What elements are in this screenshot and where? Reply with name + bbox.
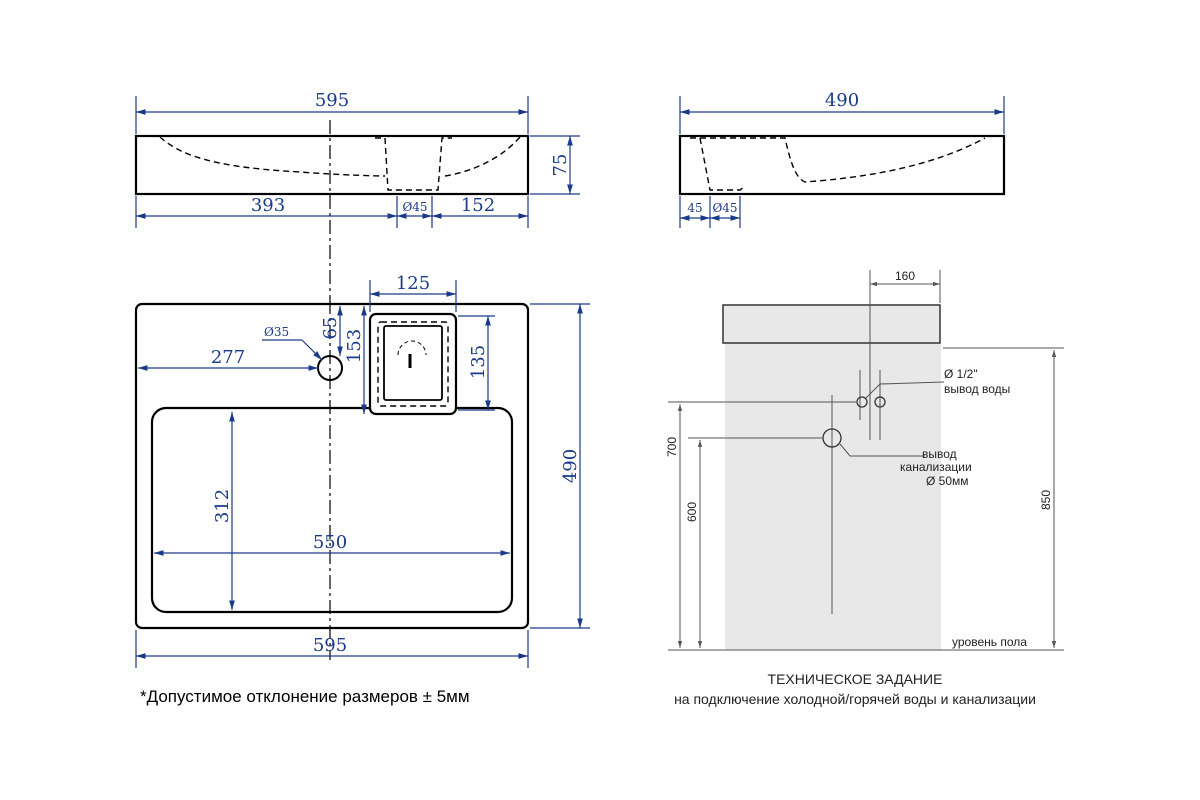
water-outlet-cold (856, 396, 868, 408)
right-offset-label: 152 (461, 195, 495, 216)
plan-view: 125 65 153 135 Ø35 277 312 550 490 (134, 273, 590, 668)
sewer-outlet (822, 428, 842, 448)
drain-diameter-label: Ø45 (402, 200, 427, 214)
height-600-label: 600 (685, 502, 699, 522)
spec-caption-title: ТЕХНИЧЕСКОЕ ЗАДАНИЕ (768, 671, 943, 687)
tap-offset-label: 65 (320, 317, 341, 340)
basin-side-outline (678, 134, 1006, 196)
bowl-depth-label: 312 (212, 489, 233, 523)
niche-width-label: 125 (396, 273, 430, 294)
water-title-label: вывод воды (944, 382, 1010, 396)
basin-front-outline (134, 134, 530, 196)
width-label: 595 (315, 90, 349, 111)
installation-spec: 160 Ø 1/2" вывод воды вывод канализации … (665, 269, 1064, 707)
water-size-label: Ø 1/2" (944, 367, 978, 381)
wall-area (725, 340, 941, 650)
niche-outline (368, 312, 458, 416)
niche-depth-label: 153 (344, 329, 365, 363)
height-700-label: 700 (665, 437, 679, 457)
niche-hidden-line (375, 137, 452, 191)
basin-side-block (722, 304, 941, 344)
tolerance-note: *Допустимое отклонение размеров ± 5мм (140, 687, 470, 706)
bowl-width-label: 550 (313, 532, 347, 553)
spec-caption-subtitle: на подключение холодной/горячей воды и к… (674, 691, 1036, 707)
sewer-size-label: Ø 50мм (926, 474, 969, 488)
side-edge-label: 45 (687, 201, 702, 215)
tap-hole-label: Ø35 (264, 325, 289, 339)
side-elevation-view: 490 45 Ø45 (678, 90, 1006, 228)
bowl-hidden-line (159, 136, 386, 177)
floor-label: уровень пола (952, 635, 1027, 649)
tap-from-left-label: 277 (211, 347, 245, 368)
depth-label: 490 (825, 90, 859, 111)
sewer-title-2: канализации (900, 460, 972, 474)
bowl-hidden-line-right (444, 136, 521, 177)
side-bowl-hidden-line (690, 137, 986, 183)
bowl-outline (150, 406, 514, 614)
front-elevation-view: 595 75 393 Ø45 152 (134, 90, 580, 300)
spec-160-label: 160 (895, 269, 915, 283)
plan-width-label: 595 (313, 635, 347, 656)
niche-inner-label: 135 (468, 345, 489, 379)
side-drain-label: Ø45 (712, 201, 737, 215)
plan-depth-label: 490 (560, 449, 581, 483)
height-850-label: 850 (1039, 490, 1053, 510)
water-outlet-hot (874, 396, 886, 408)
height-label: 75 (550, 154, 571, 177)
left-offset-label: 393 (251, 195, 285, 216)
sewer-title-1: вывод (922, 447, 957, 461)
